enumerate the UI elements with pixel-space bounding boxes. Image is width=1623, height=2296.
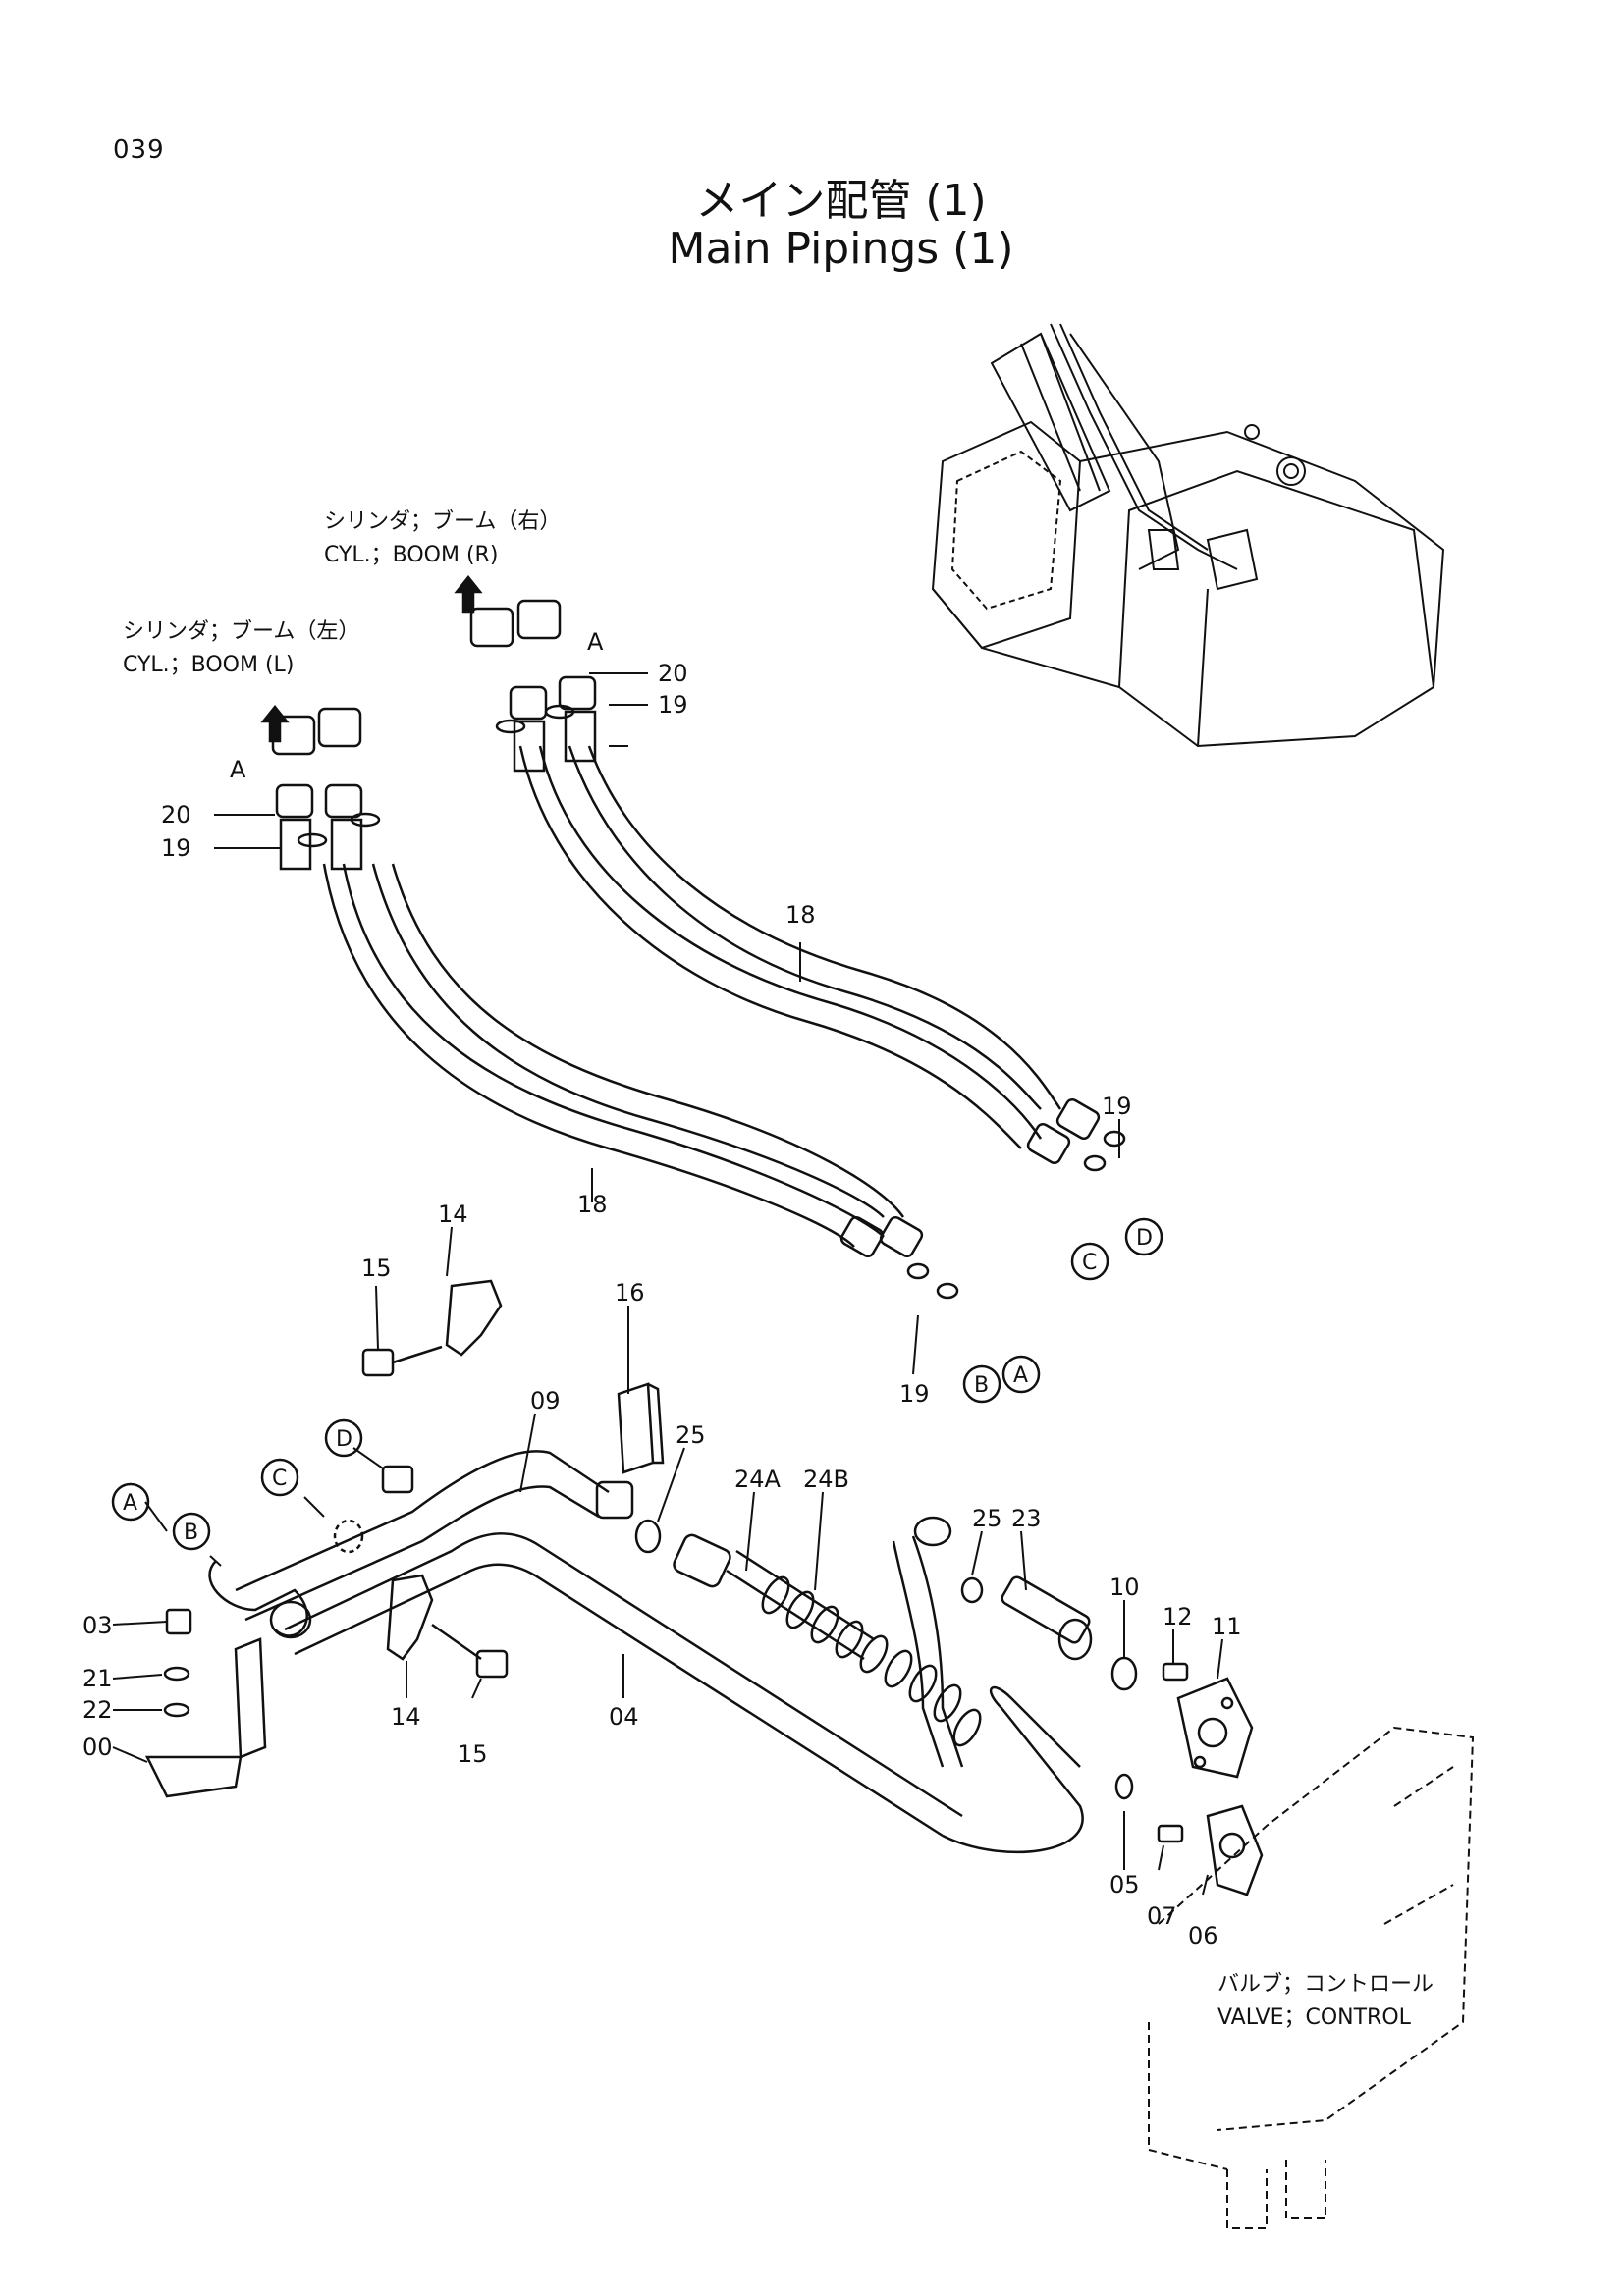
leader-lines (112, 672, 1223, 1896)
part-03: 03 (82, 1612, 113, 1639)
arrow-up-icon (260, 574, 483, 743)
connector-d-right: D (1136, 1226, 1153, 1251)
note-boom-right-jp: シリンダ；ブーム（右） (324, 509, 561, 534)
connector-c-left: C (272, 1467, 287, 1491)
part-22: 22 (82, 1696, 113, 1724)
flange-11 (1162, 1662, 1254, 1779)
page-number: 039 (113, 135, 165, 165)
part-16: 16 (615, 1279, 645, 1307)
part-05: 05 (1109, 1871, 1140, 1898)
part-25-left: 25 (676, 1421, 706, 1449)
connector-b-left: B (184, 1521, 198, 1545)
note-valve-en: VALVE；CONTROL (1217, 2005, 1412, 2030)
part-24a: 24A (734, 1466, 782, 1493)
part-21: 21 (82, 1665, 113, 1692)
label-a-right: A (587, 628, 604, 656)
connector-a-right: A (1013, 1363, 1028, 1388)
elbow-fitting (208, 1465, 414, 1639)
part-25-right: 25 (972, 1505, 1002, 1532)
connector-b-right: B (974, 1373, 989, 1398)
part-19-right-bottom: 19 (1102, 1093, 1132, 1120)
note-boom-left-jp: シリンダ；ブーム（左） (123, 619, 359, 644)
part-24b: 24B (803, 1466, 849, 1493)
hose-guard-coil (761, 1575, 982, 1747)
o-rings (634, 1519, 1138, 1800)
part-12: 12 (1163, 1603, 1193, 1630)
note-boom-left-en: CYL.；BOOM (L) (123, 653, 294, 677)
pipe-04 (284, 1532, 1084, 1854)
part-19-right: 19 (658, 691, 688, 719)
part-00: 00 (82, 1734, 113, 1761)
block-16 (617, 1382, 665, 1474)
title-japanese: メイン配管 (1) (695, 176, 987, 226)
part-11: 11 (1212, 1613, 1242, 1640)
hose-24a-24b (673, 1516, 982, 1768)
connector-a-left: A (123, 1491, 137, 1516)
part-07: 07 (1147, 1902, 1177, 1930)
clamp-14-bottom (386, 1574, 509, 1679)
connector-c-right: C (1082, 1251, 1097, 1275)
part-15-bottom: 15 (458, 1740, 488, 1768)
part-20-right: 20 (658, 660, 688, 687)
hose-left-boom (322, 863, 905, 1248)
part-06: 06 (1188, 1922, 1218, 1949)
connector-markers (111, 1217, 1163, 1551)
label-a-left: A (230, 756, 246, 783)
note-boom-right-en: CYL.；BOOM (R) (324, 543, 498, 567)
adapter-23 (1001, 1575, 1093, 1661)
hose-right-boom (518, 745, 1062, 1149)
part-19-left-bottom: 19 (899, 1380, 930, 1408)
note-valve-jp: バルブ；コントロール (1217, 1972, 1434, 1997)
part-14-top: 14 (438, 1201, 468, 1228)
connector-d-left: D (336, 1427, 352, 1452)
part-20-left: 20 (161, 801, 191, 828)
bracket-00 (144, 1608, 267, 1798)
part-10: 10 (1109, 1574, 1140, 1601)
excavator-overview-illustration (931, 323, 1445, 748)
fittings-right-bottom (1026, 1097, 1126, 1172)
pipe-09 (235, 1450, 634, 1622)
fittings-left-top (271, 707, 381, 871)
fittings-right-top (469, 599, 597, 773)
part-15-top: 15 (361, 1255, 392, 1282)
part-23: 23 (1011, 1505, 1042, 1532)
title-english: Main Pipings (1) (668, 224, 1014, 274)
part-09: 09 (530, 1387, 561, 1415)
part-04: 04 (609, 1703, 639, 1731)
part-18-right: 18 (785, 901, 816, 929)
control-valve-illustration (1148, 1726, 1475, 2229)
part-18-left: 18 (577, 1191, 608, 1218)
fittings-left-bottom (839, 1215, 959, 1300)
part-19-left: 19 (161, 834, 191, 862)
part-14-bottom: 14 (391, 1703, 421, 1731)
